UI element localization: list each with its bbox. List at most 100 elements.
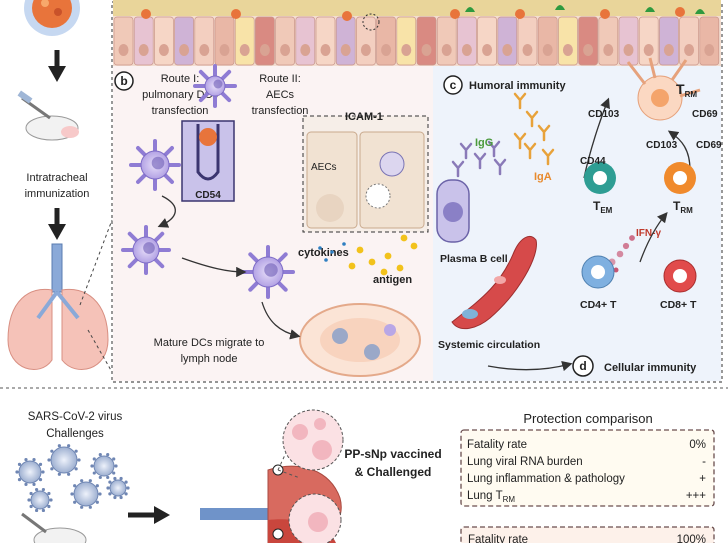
antigen-dot (348, 262, 356, 270)
systemic-label: Systemic circulation (438, 339, 540, 351)
cell-nucleus (421, 44, 432, 56)
arrow-dc-down (157, 195, 176, 228)
tem-cell (584, 162, 616, 194)
dendritic-cell (241, 245, 295, 299)
cell-nucleus (239, 44, 250, 56)
protection-row-value: 0% (689, 439, 706, 451)
trm-cell-mid (664, 162, 696, 194)
humoral-title: Humoral immunity (469, 80, 566, 92)
antigen-dot (356, 246, 364, 254)
blood-vessel (451, 236, 537, 330)
epithelial-cell (598, 16, 619, 66)
nanoparticle (675, 7, 685, 17)
nanoparticle-icon (24, 0, 80, 36)
leaf-shape (555, 5, 565, 10)
antigen-dots (318, 234, 418, 276)
epithelial-cell (659, 16, 679, 66)
epithelial-cell (154, 16, 174, 66)
epithelial-cell (335, 16, 356, 66)
arrow-dc-right (181, 257, 247, 278)
antibody-icon (513, 92, 527, 110)
route2-line1: Route II: (259, 73, 301, 85)
cell-nucleus (199, 44, 210, 56)
nanoparticle (231, 9, 241, 19)
epithelial-cell (578, 16, 598, 66)
cell-nucleus (259, 44, 270, 56)
cd69-top: CD69 (692, 109, 718, 120)
antibody-icon (523, 142, 537, 160)
epithelial-cell (618, 16, 639, 66)
mature-line1: Mature DCs migrate to (154, 337, 265, 349)
cell-nucleus (401, 44, 412, 56)
trm-cell-top (626, 57, 701, 121)
epithelial-cell (699, 16, 720, 66)
protection-row-label: Lung viral RNA burden (467, 456, 583, 468)
ifn-dot (613, 267, 619, 273)
epithelial-cell (255, 16, 275, 66)
antigen-dot (384, 252, 392, 260)
arrow-to-node (261, 301, 301, 340)
epithelial-cell (558, 16, 578, 66)
nanoparticle (515, 9, 525, 19)
antigen-dot (380, 268, 388, 276)
antigen-dot (368, 258, 376, 266)
cytokine-dot (324, 258, 328, 262)
arrow-cd4-up (639, 212, 668, 263)
igg-label: IgG (475, 137, 493, 149)
epithelial-cell (517, 16, 538, 66)
cell-nucleus (179, 44, 190, 56)
epithelial-cell (537, 16, 558, 66)
ifn-dot (629, 235, 635, 241)
mouse-icon-bottom (21, 512, 87, 543)
plasma-b-cell (436, 179, 470, 243)
protection-box-2 (460, 526, 715, 543)
route1-line3: transfection (152, 105, 209, 117)
epithelial-cell (133, 16, 154, 66)
panel-frame (111, 1, 723, 383)
cellular-title: Cellular immunity (604, 362, 697, 374)
cell-nucleus (623, 44, 634, 56)
cell-nucleus (502, 44, 513, 56)
epithelial-cell (295, 16, 316, 66)
arrow-to-cellular (487, 361, 573, 372)
epithelial-cell (214, 16, 235, 66)
nanoparticle (600, 9, 610, 19)
epithelial-cell (356, 16, 376, 66)
lungs-icon (7, 243, 109, 370)
tem-label: TEM (593, 199, 613, 215)
virus-particle (70, 479, 102, 509)
mature-line2: lymph node (181, 353, 238, 365)
badge-d: d (572, 355, 594, 377)
cell-nucleus (138, 44, 149, 56)
route2-line3: transfection (252, 105, 309, 117)
cell-nucleus (482, 44, 493, 56)
protection-row-label: Lung inflammation & pathology (467, 473, 625, 485)
svg-text:CD54: CD54 (195, 190, 221, 201)
epithelial-cell (376, 16, 396, 66)
epithelial-cell (275, 16, 295, 66)
nanoparticle (342, 11, 352, 21)
route1-line2: pulmonary DCs (142, 89, 218, 101)
epithelial-cell (174, 16, 194, 66)
cd54-box: CD54 (181, 120, 235, 202)
icam-label: ICAM-1 (345, 111, 383, 123)
antibody-icon (525, 110, 539, 128)
leaf-shape (645, 7, 655, 12)
cell-nucleus (643, 44, 654, 56)
cytokine-dot (318, 246, 322, 250)
antigen-dot (400, 234, 408, 242)
cell-nucleus (583, 44, 594, 56)
challenge-line1: SARS-CoV-2 virus (28, 411, 123, 423)
virus-particle (90, 452, 118, 480)
cell-nucleus (542, 44, 553, 56)
cell-nucleus (704, 44, 715, 56)
epithelial-cell (457, 16, 477, 66)
aecs-label: AECs (311, 162, 337, 173)
table2-label: Fatality rate (468, 534, 528, 543)
svg-text:d: d (579, 359, 586, 373)
cell-nucleus (603, 44, 614, 56)
epithelial-cell (477, 16, 497, 66)
antibody-icons (451, 92, 555, 178)
